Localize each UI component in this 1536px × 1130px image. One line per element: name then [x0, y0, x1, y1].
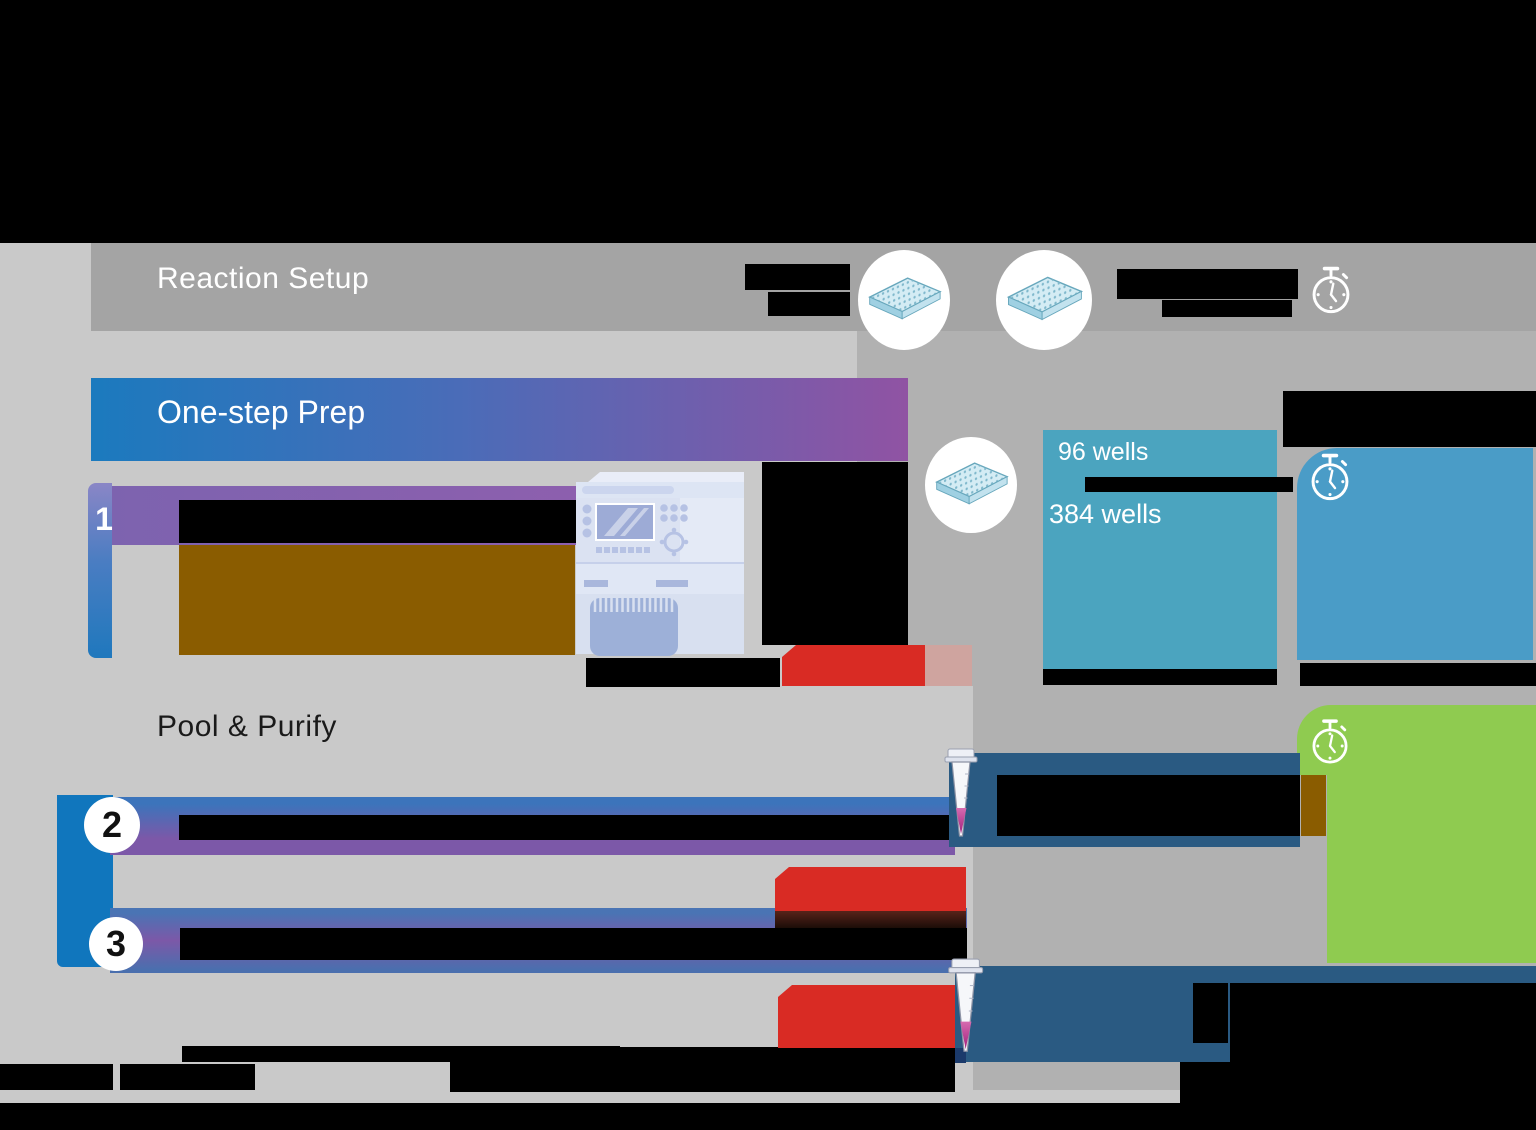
96-well-plate-icon — [862, 270, 946, 331]
step2-number: 2 — [101, 804, 123, 845]
time-info-box — [1297, 448, 1533, 660]
pool-time-box-top — [1297, 705, 1536, 775]
safe-stop-banner-3 — [778, 985, 955, 1048]
stopwatch-icon — [1309, 266, 1353, 321]
redacted-pool-box1-label — [997, 775, 1300, 836]
redacted-label-plate1-line1 — [745, 264, 850, 290]
redacted-footer-block — [450, 1047, 955, 1092]
redacted-label-timer-line1 — [1117, 269, 1298, 299]
redacted-pool-box2-label — [1230, 983, 1536, 1062]
tube-shadow-chip — [955, 1048, 966, 1063]
plate-circle-1 — [858, 250, 950, 350]
microcentrifuge-tube-icon — [948, 958, 996, 1069]
redacted-footnote-line2a — [0, 1064, 113, 1090]
pool-time-box-body — [1327, 775, 1536, 963]
microcentrifuge-tube-icon — [944, 748, 990, 853]
highlight-block-step1 — [179, 545, 575, 655]
pool-purify-title: Pool & Purify — [157, 710, 337, 743]
384-well-plate-icon — [1001, 269, 1087, 332]
redacted-label-timer-line2 — [1162, 300, 1292, 317]
step3-number-badge: 3 — [89, 917, 143, 971]
step2-number-badge: 2 — [84, 797, 140, 853]
redacted-footnote-line2b — [120, 1064, 255, 1090]
step3-number: 3 — [105, 923, 127, 964]
redacted-timebox-caption — [1300, 663, 1536, 686]
bottom-black-band — [0, 1103, 1536, 1130]
redacted-step3-label — [180, 928, 967, 960]
wells-384-label: 384 wells — [1049, 499, 1162, 529]
step1-number: 1 — [95, 501, 113, 537]
redacted-step1-label — [179, 500, 577, 543]
one-step-prep-title: One-step Prep — [157, 394, 366, 430]
stopwatch-icon — [1308, 452, 1352, 509]
step1-side-strip — [88, 483, 112, 658]
redacted-caption-timebox-top — [1283, 391, 1536, 447]
safe-stop-banner-2 — [775, 867, 966, 911]
redacted-or-text — [1085, 477, 1293, 492]
redacted-step1-right-block — [762, 462, 908, 645]
plate-circle-3 — [925, 437, 1017, 533]
wells-96-label: 96 wells — [1058, 438, 1149, 466]
safe-stop-banner-1-fade — [925, 645, 972, 686]
safe-stop-banner-2-shadow — [775, 911, 966, 928]
reaction-plate-icon — [929, 455, 1013, 516]
redacted-wellsbox-caption — [1043, 669, 1277, 685]
thermocycler-illustration — [574, 468, 746, 663]
redacted-pool-box2-label-b — [1193, 983, 1228, 1043]
redacted-instrument-caption — [586, 658, 780, 687]
stopwatch-icon — [1309, 719, 1351, 771]
safe-stop-banner-1 — [782, 645, 925, 686]
plate-circle-2 — [996, 250, 1092, 350]
wells-info-box — [1043, 430, 1277, 682]
highlight-chip-pool — [1301, 775, 1326, 836]
one-step-prep-bar — [91, 378, 908, 461]
reaction-setup-title: Reaction Setup — [157, 262, 370, 295]
redacted-step2-label — [179, 815, 949, 840]
redacted-label-plate1-line2 — [768, 292, 850, 316]
